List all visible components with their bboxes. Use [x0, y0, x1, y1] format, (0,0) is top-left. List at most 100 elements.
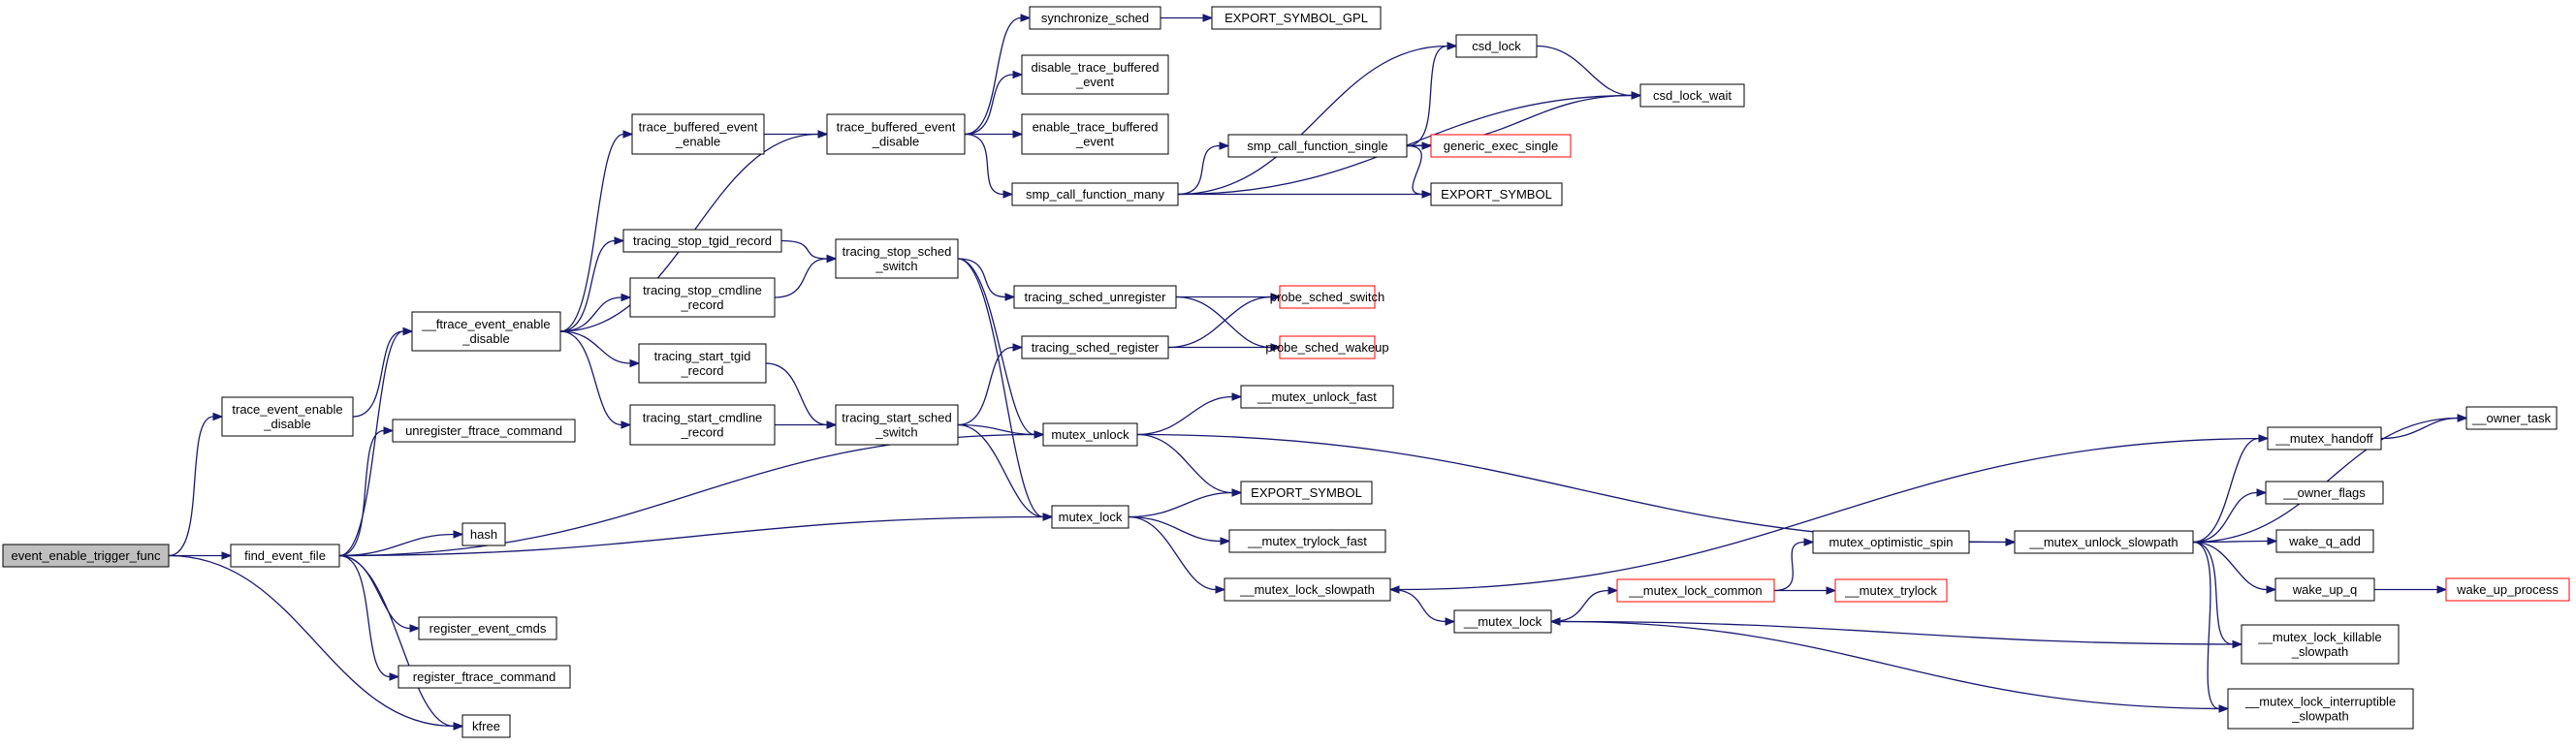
node-mtf[interactable]: __mutex_trylock_fast [1228, 529, 1386, 553]
node-label: find_event_file [244, 548, 326, 563]
node-mlks[interactable]: __mutex_lock_killable_slowpath [2241, 624, 2400, 665]
node-esg[interactable]: EXPORT_SYMBOL_GPL [1211, 6, 1382, 30]
edge-mlc-mos [1773, 538, 1815, 592]
node-ml[interactable]: mutex_lock [1051, 505, 1129, 529]
node-label: __ftrace_event_enable [421, 317, 550, 331]
edge-fef-rec [338, 554, 421, 633]
node-box [2274, 577, 2375, 602]
edge-line [2192, 541, 2220, 710]
edge-line [1177, 94, 1633, 196]
arrowhead [2005, 538, 2017, 546]
node-tstr[interactable]: tracing_stop_tgid_record [622, 229, 782, 253]
edge-mlks-mlk [1549, 617, 2242, 645]
edge-line [2192, 437, 2260, 544]
node-label: _slowpath [2291, 644, 2349, 659]
edge-line [1128, 515, 1222, 543]
node-box [835, 238, 959, 279]
node-label: __mutex_lock_interruptible [2244, 695, 2396, 709]
node-label: csd_lock [1472, 39, 1521, 53]
node-tscr[interactable]: tracing_stop_cmdline_record [629, 277, 776, 318]
arrowhead [1631, 91, 1642, 100]
arrowhead [402, 327, 414, 336]
node-teed[interactable]: trace_event_enable_disable [221, 396, 354, 437]
edge-tsass-tsr [957, 343, 1024, 426]
node-mlk[interactable]: __mutex_lock [1453, 609, 1552, 634]
node-kfree[interactable]: kfree [461, 714, 511, 738]
node-muf[interactable]: __mutex_unlock_fast [1240, 385, 1394, 409]
node-csdl[interactable]: csd_lock [1455, 34, 1538, 58]
node-tsatr[interactable]: tracing_start_tgid_record [638, 343, 767, 384]
edge-line [338, 554, 455, 728]
node-mlc[interactable]: __mutex_lock_common [1616, 578, 1775, 603]
node-csdw[interactable]: csd_lock_wait [1639, 83, 1745, 108]
node-tsss[interactable]: tracing_stop_sched_switch [835, 238, 959, 279]
node-box [1021, 54, 1169, 95]
edge-scfm-scfs [1177, 141, 1230, 196]
node-ftd[interactable]: __ftrace_event_enable_disable [411, 311, 561, 352]
node-psw[interactable]: probe_sched_wakeup [1265, 335, 1389, 359]
node-scfm[interactable]: smp_call_function_many [1011, 182, 1179, 206]
node-ges[interactable]: generic_exec_single [1430, 134, 1572, 158]
edge-scfs-es1 [1406, 144, 1433, 199]
node-box [1453, 609, 1552, 634]
node-box [1639, 83, 1745, 108]
node-mus[interactable]: __mutex_unlock_slowpath [2014, 530, 2194, 554]
node-label: EXPORT_SYMBOL [1441, 187, 1552, 202]
node-etbe[interactable]: enable_trace_buffered_event [1021, 113, 1169, 155]
edge-line [2192, 541, 2234, 645]
node-root[interactable]: event_enable_trigger_func [2, 544, 170, 568]
node-tbee[interactable]: trace_buffered_event_enable [631, 113, 765, 155]
node-tsacr[interactable]: tracing_start_cmdline_record [629, 404, 776, 446]
node-box [1279, 335, 1376, 359]
arrowhead [1270, 293, 1282, 301]
node-dtbe[interactable]: disable_trace_buffered_event [1021, 54, 1169, 95]
node-wuq[interactable]: wake_up_q [2274, 577, 2375, 602]
node-ufc[interactable]: unregister_ftrace_command [392, 419, 576, 443]
node-tbed[interactable]: trace_buffered_event_disable [826, 113, 966, 155]
node-tsu[interactable]: tracing_sched_unregister [1013, 285, 1177, 309]
edge-line [1136, 395, 1233, 436]
node-label: trace_buffered_event [837, 120, 956, 135]
edge-line [1536, 45, 1633, 97]
edge-line [1398, 437, 2269, 591]
node-tsass[interactable]: tracing_start_sched_switch [835, 404, 959, 446]
edge-line [559, 330, 622, 426]
node-wqa[interactable]: wake_q_add [2275, 529, 2374, 553]
node-of[interactable]: __owner_flags [2265, 481, 2384, 505]
node-label: tracing_stop_sched [843, 244, 952, 259]
arrowhead [409, 624, 421, 633]
node-es1[interactable]: EXPORT_SYMBOL [1430, 182, 1563, 206]
node-mh[interactable]: __mutex_handoff [2267, 426, 2382, 451]
edge-wuq-wup [2374, 585, 2448, 594]
node-rec[interactable]: register_event_cmds [418, 616, 557, 640]
edge-tsatr-tsass [765, 362, 838, 429]
arrowhead [212, 412, 224, 421]
arrowhead [817, 130, 829, 139]
node-label: __mutex_lock_killable [2257, 630, 2381, 644]
node-mu[interactable]: mutex_unlock [1042, 422, 1138, 447]
node-scfs[interactable]: smp_call_function_single [1227, 134, 1408, 158]
node-box [826, 113, 966, 155]
edge-scfs-csdl [1406, 42, 1458, 147]
node-box [2241, 624, 2400, 665]
node-tsr[interactable]: tracing_sched_register [1021, 335, 1169, 359]
node-mlis[interactable]: __mutex_lock_interruptible_slowpath [2227, 688, 2414, 730]
edge-fef-kfree [338, 554, 464, 731]
node-fef[interactable]: find_event_file [230, 544, 340, 568]
node-label: __mutex_unlock_slowpath [2028, 535, 2178, 549]
node-ot[interactable]: __owner_task [2465, 406, 2558, 430]
node-rfc[interactable]: register_ftrace_command [398, 665, 571, 689]
node-mls[interactable]: __mutex_lock_slowpath [1224, 577, 1391, 602]
edge-scfm-es1 [1178, 190, 1433, 199]
node-wup[interactable]: wake_up_process [2445, 577, 2570, 602]
node-hash[interactable]: hash [461, 522, 506, 546]
node-box [1021, 335, 1169, 359]
node-box [2267, 426, 2382, 451]
node-mos[interactable]: mutex_optimistic_spin [1812, 530, 1970, 554]
node-label: smp_call_function_many [1026, 187, 1165, 202]
edge-mu-muf [1136, 392, 1243, 436]
node-pss[interactable]: probe_sched_switch [1270, 285, 1385, 309]
node-es2[interactable]: EXPORT_SYMBOL [1240, 481, 1373, 505]
node-ss[interactable]: synchronize_sched [1029, 6, 1161, 30]
node-mtl[interactable]: __mutex_trylock [1834, 578, 1948, 603]
